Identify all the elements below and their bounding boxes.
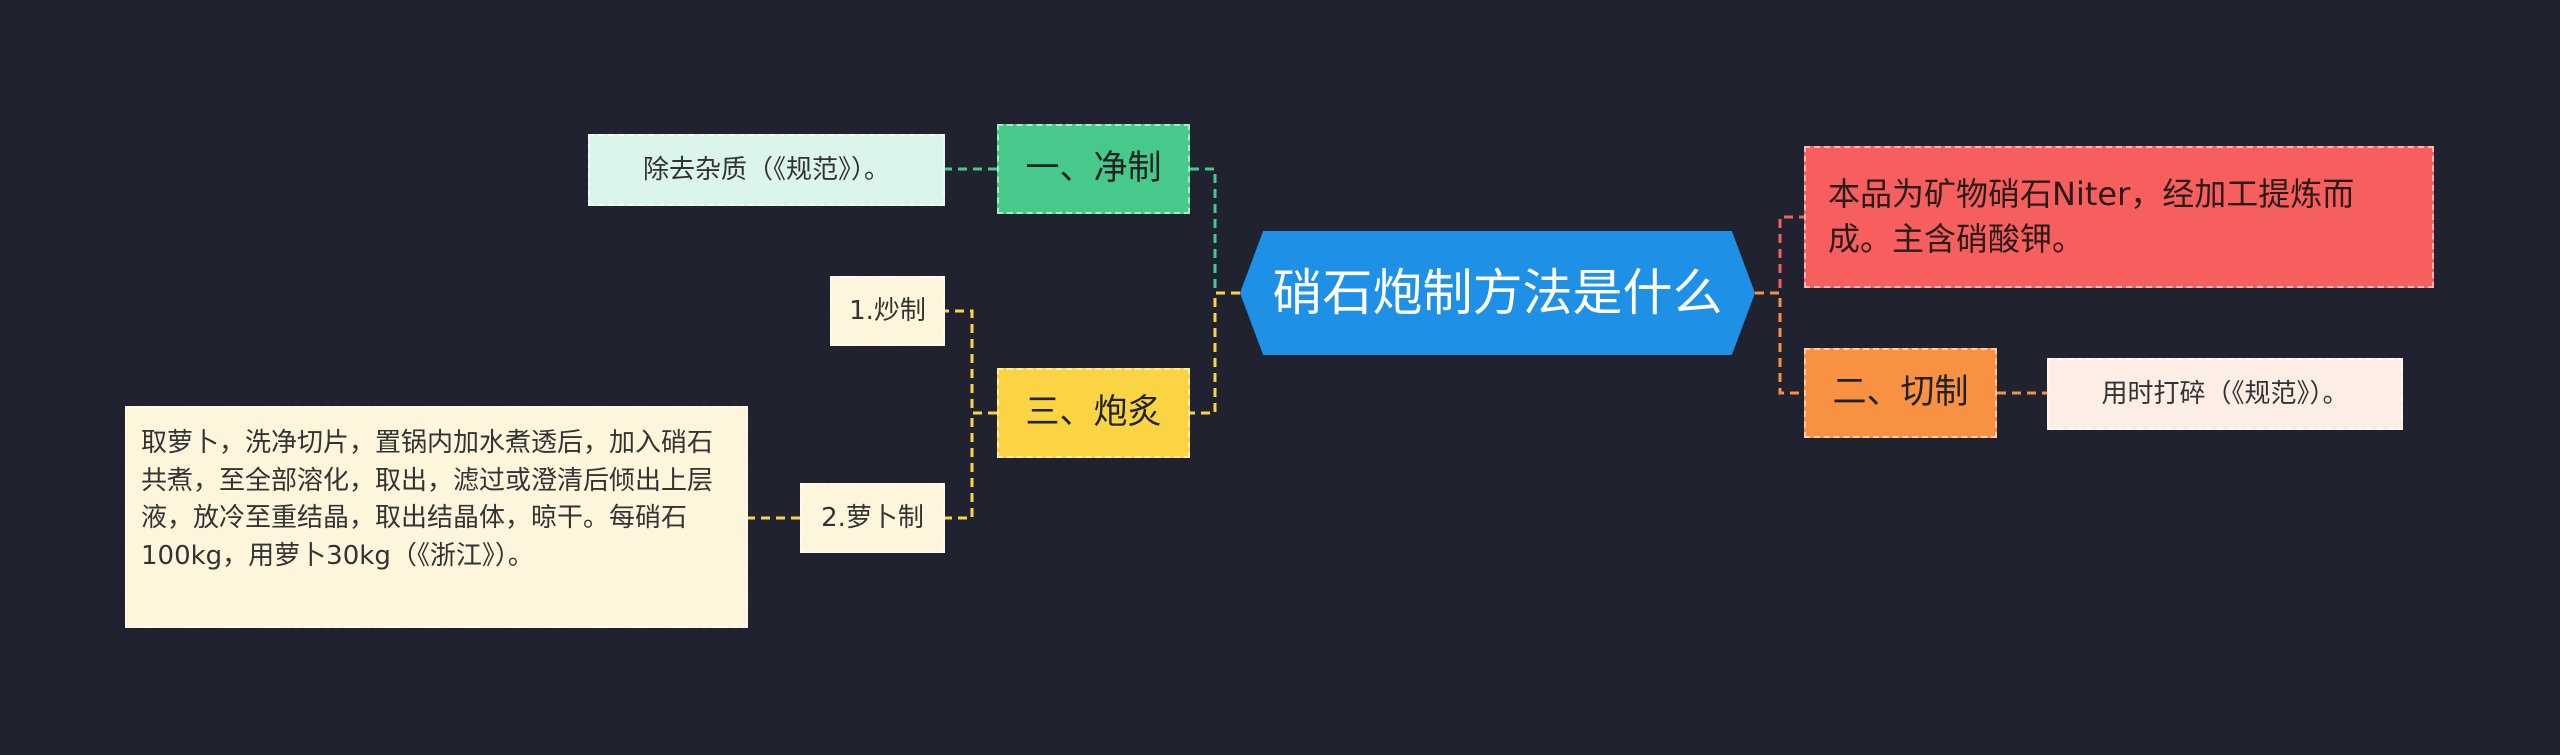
leaf-luobozhi-detail-text: 取萝卜，洗净切片，置锅内加水煮透后，加入硝石共煮，至全部溶化，取出，滤过或澄清后…	[141, 428, 714, 572]
connector-root-paozhi	[1190, 291, 1240, 415]
branch-paozhi[interactable]: 三、炮炙	[997, 368, 1190, 458]
root-topic-label: 硝石炮制方法是什么	[1272, 264, 1723, 322]
leaf-qiezhi-detail[interactable]: 用时打碎（《规范》）。	[2047, 358, 2403, 430]
leaf-luobozhi-detail[interactable]: 取萝卜，洗净切片，置锅内加水煮透后，加入硝石共煮，至全部溶化，取出，滤过或澄清后…	[125, 406, 748, 628]
leaf-jingzhi-detail-text: 除去杂质（《规范》）。	[642, 154, 890, 185]
description-node[interactable]: 本品为矿物硝石Niter，经加工提炼而成。主含硝酸钾。	[1804, 146, 2434, 288]
connector-root-description	[1755, 215, 1804, 295]
branch-jingzhi[interactable]: 一、净制	[997, 124, 1190, 214]
branch-paozhi-label: 三、炮炙	[1025, 392, 1162, 433]
leaf-jingzhi-detail[interactable]: 除去杂质（《规范》）。	[588, 134, 945, 206]
root-topic[interactable]: 硝石炮制方法是什么	[1240, 231, 1755, 355]
connector-root-jingzhi	[1190, 167, 1240, 295]
connector-paozhi-sub1	[945, 309, 997, 415]
connector-root-qiezhi	[1755, 291, 1804, 395]
sub-luobozhi[interactable]: 2.萝卜制	[800, 483, 945, 553]
sub-chaozhi-label: 1.炒制	[849, 295, 926, 326]
connector-paozhi-sub2	[945, 411, 997, 520]
sub-chaozhi[interactable]: 1.炒制	[830, 276, 945, 346]
sub-luobozhi-label: 2.萝卜制	[821, 502, 924, 533]
branch-qiezhi-label: 二、切制	[1832, 372, 1969, 413]
branch-jingzhi-label: 一、净制	[1025, 148, 1162, 189]
description-text: 本品为矿物硝石Niter，经加工提炼而成。主含硝酸钾。	[1828, 175, 2355, 258]
branch-qiezhi[interactable]: 二、切制	[1804, 348, 1997, 438]
leaf-qiezhi-detail-text: 用时打碎（《规范》）。	[2101, 378, 2349, 409]
